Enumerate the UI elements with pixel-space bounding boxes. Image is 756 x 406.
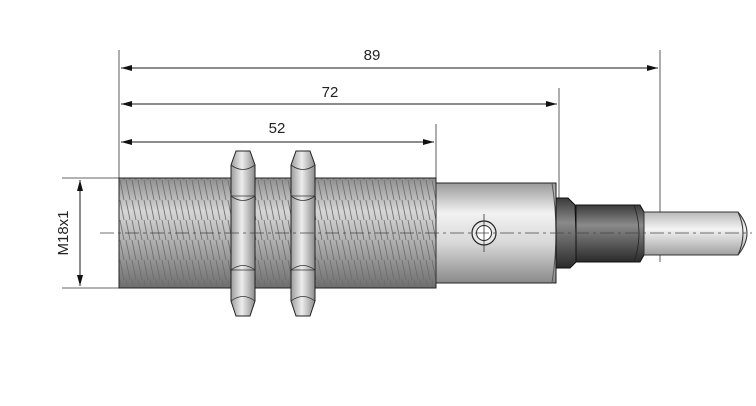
hex-nut-right (290, 150, 316, 317)
strain-relief (555, 197, 645, 269)
dimension-thread-label: 52 (269, 120, 286, 137)
dimension-thread: 52 (121, 120, 434, 145)
cable (643, 211, 748, 256)
dimension-body: 72 (121, 84, 557, 107)
dimension-diameter-label: M18x1 (55, 210, 72, 255)
dimension-overall-label: 89 (364, 47, 381, 64)
hex-nut-left (230, 150, 256, 317)
dimension-diameter: M18x1 (55, 180, 83, 286)
dimension-overall: 89 (121, 47, 658, 71)
dimension-body-label: 72 (322, 84, 339, 101)
